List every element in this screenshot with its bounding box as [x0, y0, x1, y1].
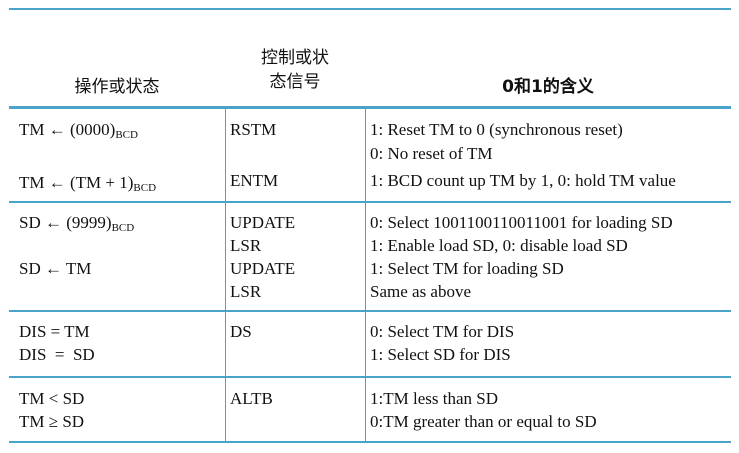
- op-load-sd-9999: SD ← (9999)BCD: [19, 212, 134, 234]
- meaning-rstm-0: 0: No reset of TM: [370, 144, 493, 163]
- op-text: SD ← (9999): [19, 213, 112, 232]
- meaning-altb-0: 0:TM greater than or equal to SD: [370, 412, 597, 431]
- op-load-sd-tm: SD ← TM: [19, 258, 91, 280]
- meaning-lsr-enable: 1: Enable load SD, 0: disable load SD: [370, 236, 628, 255]
- op-reset-tm: TM ← (0000)BCD: [19, 119, 138, 141]
- op-text: TM ← (TM + 1): [19, 173, 134, 192]
- op-count-tm: TM ← (TM + 1)BCD: [19, 172, 156, 194]
- meaning-same-as-above: Same as above: [370, 282, 472, 301]
- header-meaning: 0和1的含义: [502, 77, 594, 97]
- op-tm-less-sd: TM < SD: [19, 389, 85, 408]
- signal-lsr-2: LSR: [230, 282, 262, 301]
- header-operation: 操作或状态: [74, 77, 160, 97]
- col-divider-2: [365, 109, 366, 442]
- op-tm-geq-sd: TM ≥ SD: [19, 412, 85, 431]
- group-rule-3: [9, 376, 731, 378]
- op-subscript: BCD: [111, 222, 135, 234]
- signal-lsr-1: LSR: [230, 236, 262, 255]
- op-subscript: BCD: [133, 182, 157, 194]
- meaning-ds-1: 1: Select SD for DIS: [370, 345, 511, 364]
- op-text: TM ← (0000): [19, 120, 116, 139]
- meaning-altb-1: 1:TM less than SD: [370, 389, 498, 408]
- signal-altb: ALTB: [230, 389, 273, 408]
- meaning-update-0: 0: Select 1001100110011001 for loading S…: [370, 213, 673, 232]
- header-signal-line2: 态信号: [269, 72, 321, 92]
- signal-entm: ENTM: [230, 171, 279, 190]
- meaning-rstm-1: 1: Reset TM to 0 (synchronous reset): [370, 120, 623, 139]
- signal-update-1: UPDATE: [230, 213, 296, 232]
- op-dis-sd: DIS = SD: [19, 345, 95, 364]
- op-subscript: BCD: [115, 129, 138, 141]
- group-rule-2: [9, 310, 731, 312]
- signal-ds: DS: [230, 322, 252, 341]
- bottom-rule: [9, 441, 731, 443]
- col-divider-1: [225, 109, 226, 442]
- signal-rstm: RSTM: [230, 120, 277, 139]
- header-rule: [9, 106, 731, 109]
- op-text: SD ← TM: [19, 259, 92, 278]
- control-signal-table: 操作或状态 控制或状 态信号 0和1的含义 TM ← (0000)BCD RST…: [9, 0, 731, 453]
- header-signal-line1: 控制或状: [261, 48, 329, 68]
- top-rule: [9, 8, 731, 10]
- op-dis-tm: DIS = TM: [19, 322, 90, 341]
- group-rule-1: [9, 201, 731, 203]
- meaning-update-1: 1: Select TM for loading SD: [370, 259, 564, 278]
- meaning-ds-0: 0: Select TM for DIS: [370, 322, 515, 341]
- signal-update-2: UPDATE: [230, 259, 296, 278]
- meaning-entm: 1: BCD count up TM by 1, 0: hold TM valu…: [370, 171, 676, 190]
